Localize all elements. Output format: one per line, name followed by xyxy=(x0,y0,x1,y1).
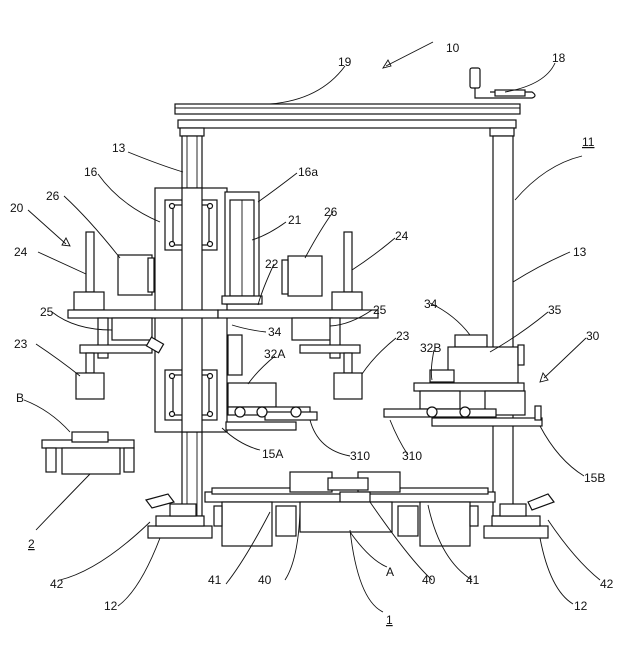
label-18: 18 xyxy=(552,51,566,65)
part-b xyxy=(42,432,134,474)
label-15B: 15B xyxy=(584,471,605,485)
label-24-left: 24 xyxy=(14,245,28,259)
label-41-right: 41 xyxy=(466,573,480,587)
label-10: 10 xyxy=(446,41,460,55)
cylinder-unit xyxy=(222,192,262,304)
label-41-left: 41 xyxy=(208,573,222,587)
label-1: 1 xyxy=(386,613,393,627)
label-40-right: 40 xyxy=(422,573,436,587)
label-42-left: 42 xyxy=(50,577,64,591)
label-A: A xyxy=(386,565,394,579)
label-34-right: 34 xyxy=(424,297,438,311)
right-unit xyxy=(384,335,542,426)
label-42-right: 42 xyxy=(600,577,614,591)
label-15A: 15A xyxy=(262,447,283,461)
right-column xyxy=(493,136,513,516)
label-22: 22 xyxy=(265,257,279,271)
label-21: 21 xyxy=(288,213,302,227)
label-B: B xyxy=(16,391,24,405)
label-25-right: 25 xyxy=(373,303,387,317)
label-19: 19 xyxy=(338,55,352,69)
label-35: 35 xyxy=(548,303,562,317)
label-40-left: 40 xyxy=(258,573,272,587)
label-310-left: 310 xyxy=(350,449,370,463)
label-32B: 32B xyxy=(420,341,441,355)
label-13-right: 13 xyxy=(573,245,587,259)
label-23-left: 23 xyxy=(14,337,28,351)
label-12-right: 12 xyxy=(574,599,588,613)
label-26-left: 26 xyxy=(46,189,60,203)
label-20: 20 xyxy=(10,201,24,215)
label-23-right: 23 xyxy=(396,329,410,343)
top-frame xyxy=(175,104,520,136)
label-16a: 16a xyxy=(298,165,318,179)
label-24-right: 24 xyxy=(395,229,409,243)
label-16: 16 xyxy=(84,165,98,179)
base-table xyxy=(205,472,495,546)
label-2: 2 xyxy=(28,537,35,551)
label-34-center: 34 xyxy=(268,325,282,339)
left-lower-assembly xyxy=(226,383,317,430)
label-310-right: 310 xyxy=(402,449,422,463)
label-12-left: 12 xyxy=(104,599,118,613)
label-25-left: 25 xyxy=(40,305,54,319)
label-26-center: 26 xyxy=(324,205,338,219)
label-11: 11 xyxy=(582,135,595,149)
crank-handle xyxy=(470,68,535,98)
label-32A: 32A xyxy=(264,347,285,361)
label-13-left: 13 xyxy=(112,141,126,155)
label-30: 30 xyxy=(586,329,600,343)
